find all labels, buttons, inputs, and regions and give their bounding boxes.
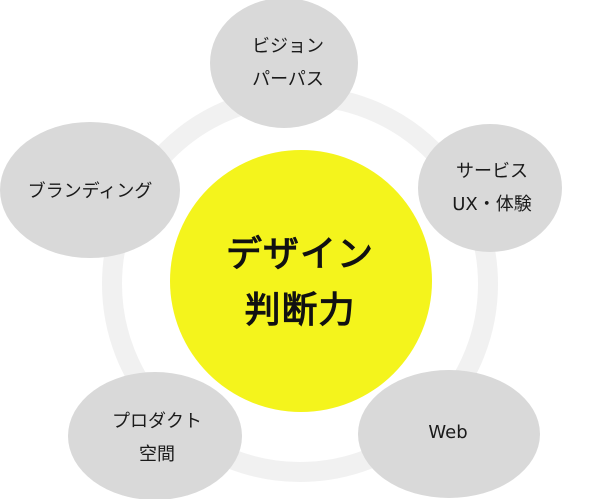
node-web-label: Web: [428, 422, 467, 443]
node-web-shape: [358, 370, 540, 498]
node-branding: ブランディング: [0, 122, 180, 258]
node-vision-purpose-label-1: ビジョン: [252, 36, 324, 57]
node-product-space-label-2: 空間: [139, 444, 175, 465]
node-web: Web: [358, 370, 540, 498]
node-vision-purpose: ビジョン パーパス: [210, 0, 358, 128]
node-product-space-label-1: プロダクト: [112, 411, 202, 432]
node-service-ux: サービス UX・体験: [418, 124, 562, 252]
node-vision-purpose-shape: [210, 0, 358, 128]
node-service-ux-label-2: UX・体験: [452, 194, 532, 215]
center-node-label-2: 判断力: [244, 290, 355, 331]
node-product-space-shape: [68, 372, 242, 499]
node-vision-purpose-label-2: パーパス: [252, 69, 324, 90]
center-node-label-1: デザイン: [226, 233, 374, 275]
node-branding-shape: [0, 122, 180, 258]
center-node: デザイン 判断力: [170, 150, 432, 412]
node-service-ux-shape: [418, 124, 562, 252]
node-service-ux-label-1: サービス: [456, 161, 528, 182]
node-product-space: プロダクト 空間: [68, 372, 242, 499]
center-node-shape: [170, 150, 432, 412]
node-branding-label: ブランディング: [28, 180, 153, 202]
